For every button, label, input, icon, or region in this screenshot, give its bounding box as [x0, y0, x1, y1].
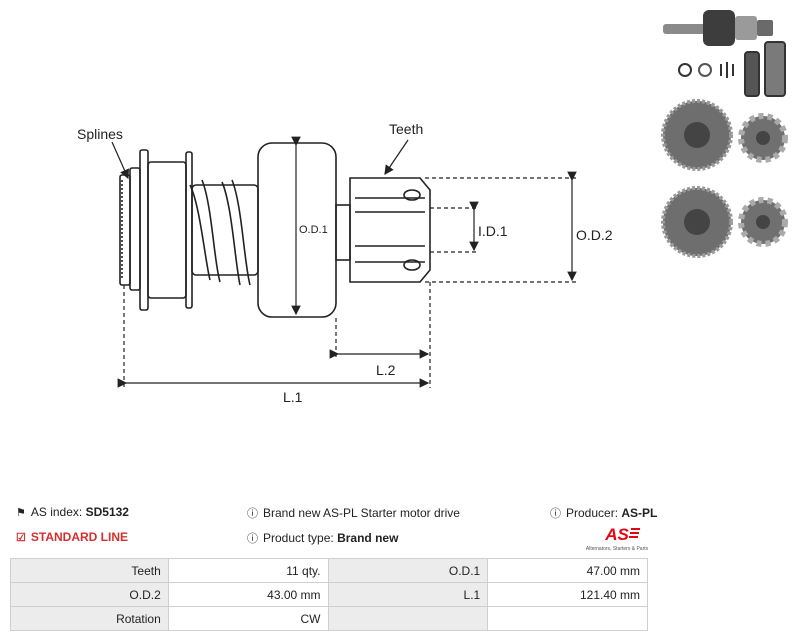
product-photos: [661, 10, 788, 258]
table-row: O.D.2 43.00 mm L.1 121.40 mm: [10, 582, 648, 607]
info-icon: ⓘ: [550, 508, 561, 520]
od2-label: O.D.2: [576, 227, 613, 243]
l1-label: L.1: [283, 389, 303, 405]
as-pl-logo: AS Alternators, Starters & Parts: [586, 525, 649, 552]
product-type-row: ⓘ Product type: Brand new: [247, 530, 398, 546]
spec-key: Teeth: [10, 558, 169, 583]
spec-key: L.1: [327, 582, 489, 607]
producer-row: ⓘ Producer: AS-PL: [550, 505, 657, 521]
logo-tagline: Alternators, Starters & Parts: [586, 546, 649, 552]
as-index-value: SD5132: [85, 505, 129, 519]
standard-line-label: STANDARD LINE: [30, 530, 128, 544]
logo-text: AS: [604, 525, 629, 544]
drive-outline: [119, 142, 431, 318]
product-type-value: Brand new: [337, 531, 399, 545]
product-type-label: Product type:: [263, 531, 334, 545]
producer-value: AS-PL: [621, 506, 658, 520]
spec-value: 47.00 mm: [487, 558, 648, 583]
splines-label: Splines: [77, 126, 123, 142]
spec-key: Rotation: [10, 606, 169, 631]
spec-value: CW: [167, 606, 329, 631]
as-index-row: ⚑ AS index: SD5132: [16, 505, 129, 519]
tag-icon: ⚑: [16, 506, 26, 519]
spec-key: [327, 606, 489, 631]
standard-line-row: ☑ STANDARD LINE: [16, 530, 128, 544]
description-row: ⓘ Brand new AS-PL Starter motor drive: [247, 505, 460, 521]
l2-label: L.2: [376, 362, 396, 378]
as-index-label: AS index:: [30, 505, 83, 519]
id1-label: I.D.1: [478, 223, 508, 239]
info-icon: ⓘ: [247, 508, 258, 520]
info-icon: ⓘ: [247, 533, 258, 545]
table-row: Rotation CW: [10, 606, 648, 631]
spec-key: O.D.2: [10, 582, 169, 607]
gear-photo-1: [661, 99, 788, 171]
teeth-label: Teeth: [389, 121, 423, 137]
description-text: Brand new AS-PL Starter motor drive: [263, 506, 460, 520]
specs-table: Teeth 11 qty. O.D.1 47.00 mm O.D.2 43.00…: [10, 558, 648, 631]
od1-label: O.D.1: [299, 224, 328, 236]
checkbox-icon: ☑: [16, 531, 26, 544]
spec-value: 43.00 mm: [167, 582, 329, 607]
technical-drawing: Splines Teeth O.D.1 O.D.2 I.D.1 L.2 L.1: [77, 121, 613, 405]
table-row: Teeth 11 qty. O.D.1 47.00 mm: [10, 558, 648, 583]
spec-value: 11 qty.: [167, 558, 329, 583]
spec-key: O.D.1: [327, 558, 489, 583]
dimension-lines: [111, 136, 578, 388]
drive-assembly-photo: [663, 10, 773, 46]
spec-value: [487, 606, 648, 631]
producer-label: Producer:: [566, 506, 619, 520]
gear-photo-2: [661, 186, 788, 258]
parts-photo: [678, 41, 786, 97]
spec-value: 121.40 mm: [487, 582, 648, 607]
